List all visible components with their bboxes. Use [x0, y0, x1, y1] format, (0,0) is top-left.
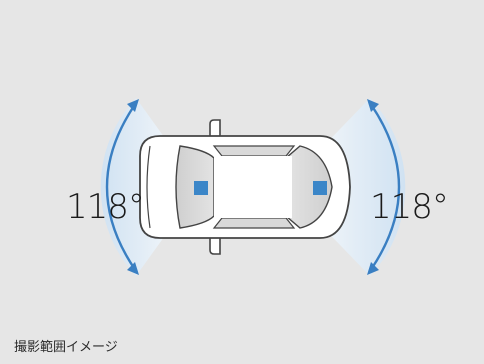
double-headed-curved-arrow-icon [367, 99, 401, 275]
figure-caption: 撮影範囲イメージ [14, 340, 118, 355]
car-top-view-icon [139, 119, 351, 255]
right-mirror [209, 233, 221, 255]
front-windshield [285, 145, 333, 229]
front-angle-label: 118° [370, 187, 449, 227]
left-side-window [212, 145, 296, 157]
front-camera-marker [313, 181, 327, 195]
car-roof [214, 156, 292, 218]
right-side-window [212, 217, 296, 229]
rear-angle-label: 118° [66, 187, 145, 227]
double-headed-curved-arrow-icon [105, 99, 139, 275]
left-mirror [209, 119, 221, 141]
rear-camera-marker [194, 181, 208, 195]
